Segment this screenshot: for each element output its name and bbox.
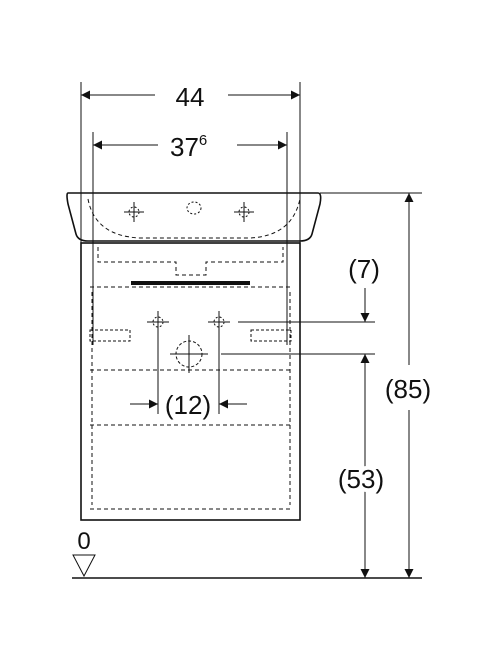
tap-hole-right-icon (234, 202, 254, 222)
dimension-drain-offset (221, 288, 375, 578)
dimension-drain-spacing (130, 333, 247, 414)
handle-bar (131, 281, 250, 285)
dimension-label-37-6: 376 (170, 132, 207, 162)
dimension-label-12: (12) (165, 390, 211, 420)
floor-level-triangle-icon (72, 554, 96, 578)
supply-valve-right-icon (208, 311, 230, 333)
vanity-cabinet (80, 242, 301, 521)
dimension-label-7: (7) (348, 254, 380, 284)
dimension-inner-width (92, 132, 288, 345)
supply-valve-left-icon (147, 311, 169, 333)
washbasin (66, 192, 322, 242)
dimension-total-height (320, 192, 422, 578)
dimension-outer-width (80, 82, 301, 243)
tap-hole-left-icon (124, 202, 144, 222)
dimension-label-85: (85) (385, 374, 431, 404)
dimension-label-37: 37 (170, 132, 199, 162)
drain-outlet-icon (170, 335, 208, 373)
dimension-label-53: (53) (338, 464, 384, 494)
dimension-label-superscript-6: 6 (199, 132, 207, 149)
dimension-label-44: 44 (176, 82, 205, 112)
floor-level-label: 0 (77, 528, 90, 555)
